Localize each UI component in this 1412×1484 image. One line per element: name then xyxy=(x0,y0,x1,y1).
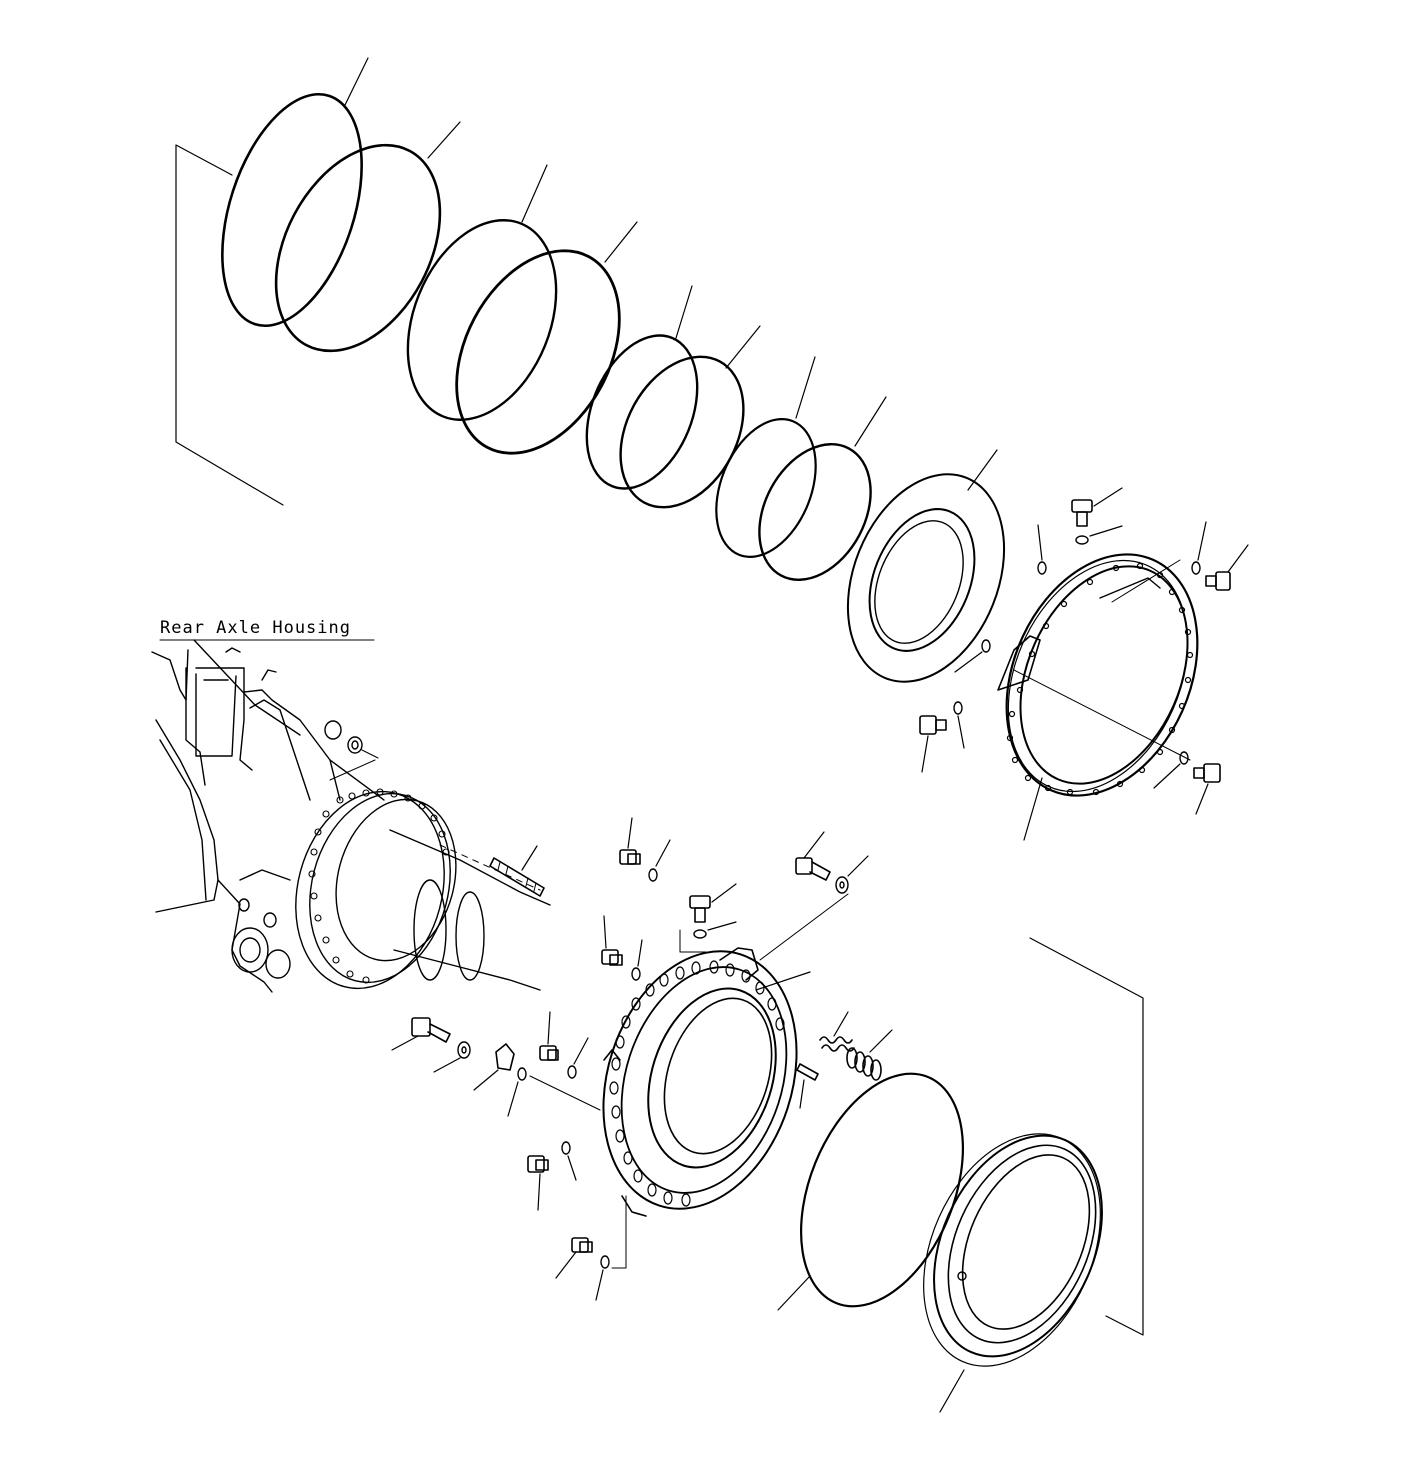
bolt-lower-right xyxy=(1194,764,1220,814)
bolt-center-mid xyxy=(540,1012,558,1060)
o-ring-mid-bottom xyxy=(954,702,964,748)
bolt-upper-right xyxy=(1206,545,1248,590)
seal-ring-2b xyxy=(424,222,653,481)
o-ring-lower-left xyxy=(562,1142,576,1180)
washer-left xyxy=(434,1042,470,1072)
retainer-ring xyxy=(970,524,1233,840)
fitting-left xyxy=(474,1044,514,1090)
washer-center-right xyxy=(760,856,868,960)
bolt-bottom xyxy=(556,1238,592,1278)
brake-housing xyxy=(572,926,829,1234)
rear-axle-housing xyxy=(152,640,550,1005)
bolt-upper-top xyxy=(1072,488,1122,526)
seal-ring-4a xyxy=(697,357,834,572)
seal-ring-4b xyxy=(737,397,893,599)
o-ring-center-left xyxy=(632,940,642,980)
seal-ring-1a xyxy=(196,58,388,343)
seal-ring-1b xyxy=(243,117,473,379)
o-ring-mid-left xyxy=(955,640,990,672)
o-ring-center-top-1 xyxy=(649,840,670,881)
large-o-ring xyxy=(770,1050,995,1330)
pin xyxy=(797,1064,818,1108)
bolt-mid-left xyxy=(920,716,946,772)
bolt-lower-left xyxy=(528,1156,548,1210)
seal-ring-2a xyxy=(380,165,584,442)
spring-small xyxy=(820,1012,854,1051)
seal-ring-3b xyxy=(596,326,768,528)
brake-plate xyxy=(819,450,1033,705)
o-ring-upper-top xyxy=(1076,526,1122,544)
bolt-left-large xyxy=(392,1018,450,1050)
rear-axle-housing-label: Rear Axle Housing xyxy=(160,618,351,638)
bolt-center-right xyxy=(796,832,830,880)
spring-large xyxy=(847,1030,892,1080)
o-ring-upper-left xyxy=(1038,525,1046,574)
bolt-center-top-2 xyxy=(690,884,736,922)
o-ring-upper-right xyxy=(1192,522,1206,574)
o-ring-center-top-2 xyxy=(680,922,736,952)
o-ring-lower-right xyxy=(1154,752,1188,788)
lower-group-bracket xyxy=(1030,938,1143,1335)
o-ring-bottom xyxy=(596,1196,626,1300)
piston xyxy=(889,1106,1134,1412)
o-ring-center-mid xyxy=(568,1038,588,1078)
bolt-center-top-1 xyxy=(620,818,640,864)
top-group-bracket xyxy=(176,145,283,505)
o-ring-left-small xyxy=(508,1068,600,1116)
bolt-center-left xyxy=(602,916,622,965)
stud-bolt xyxy=(490,846,544,896)
seal-ring-3a xyxy=(566,286,719,505)
